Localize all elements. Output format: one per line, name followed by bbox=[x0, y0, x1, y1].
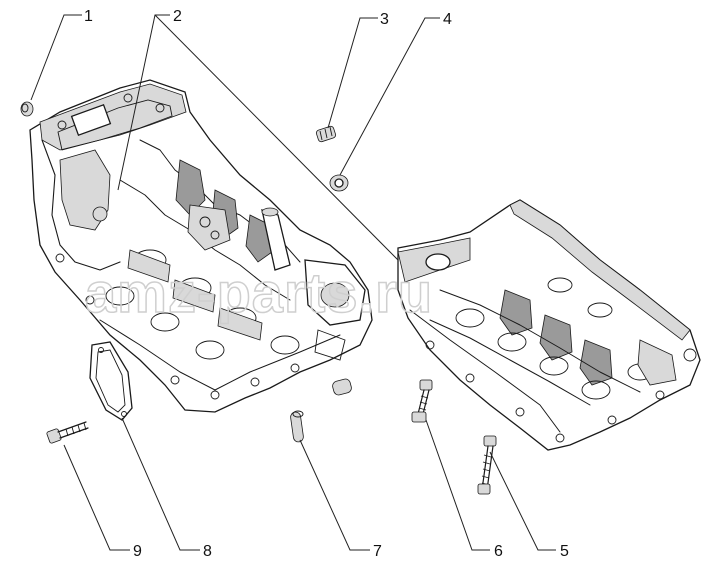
callout-8: 8 bbox=[203, 543, 212, 560]
spring-part-3 bbox=[315, 125, 337, 143]
plug-part-1 bbox=[20, 101, 34, 117]
bolt-part-6 bbox=[411, 379, 433, 423]
gasket-part-8 bbox=[89, 341, 133, 421]
dowel-pin-part-7 bbox=[290, 410, 304, 443]
callout-6: 6 bbox=[494, 543, 503, 560]
callout-9: 9 bbox=[133, 543, 142, 560]
bolt-part-5 bbox=[477, 435, 497, 495]
callout-1: 1 bbox=[84, 8, 93, 25]
seal-part-4 bbox=[329, 174, 349, 192]
callout-numbers: 1 2 3 4 5 6 7 8 9 bbox=[84, 8, 569, 560]
callout-2: 2 bbox=[173, 8, 182, 25]
callout-3: 3 bbox=[380, 11, 389, 28]
watermark-text: amz-parts.ru bbox=[85, 261, 433, 324]
stud-part-9 bbox=[46, 421, 89, 444]
callout-5: 5 bbox=[560, 543, 569, 560]
callout-7: 7 bbox=[373, 543, 382, 560]
callout-4: 4 bbox=[443, 11, 452, 28]
cylinder-head-left bbox=[29, 79, 373, 413]
cylinder-head-right bbox=[397, 199, 701, 451]
leader-lines bbox=[30, 14, 556, 551]
